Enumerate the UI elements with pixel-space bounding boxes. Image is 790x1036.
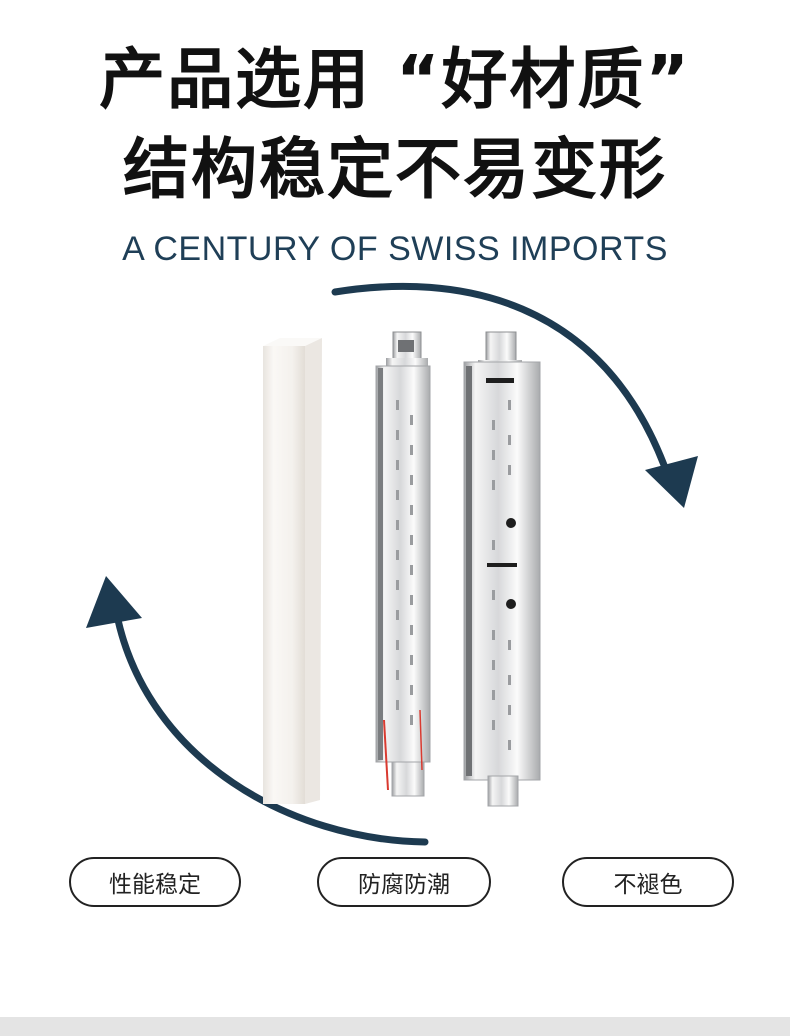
tagline: A CENTURY OF SWISS IMPORTS xyxy=(122,230,668,268)
feature-badge-stable-performance: 性能稳定 xyxy=(69,857,241,907)
metal-tbar-front xyxy=(375,331,431,797)
feature-label: 不褪色 xyxy=(613,872,683,898)
metal-tbar-side xyxy=(463,331,541,807)
product-illustration xyxy=(86,282,698,846)
feature-label: 性能稳定 xyxy=(109,872,201,898)
curved-arrow-down-right-icon xyxy=(331,282,698,508)
feature-badge-anticorrosion: 防腐防潮 xyxy=(317,857,491,907)
headline-line-2: 结构稳定不易变形 xyxy=(123,131,667,208)
white-profile-bar xyxy=(263,338,322,804)
headline-line-1: 产品选用 “好材质” xyxy=(99,41,691,118)
feature-label: 防腐防潮 xyxy=(358,872,450,898)
curved-arrow-up-left-icon xyxy=(86,576,429,846)
feature-badge-no-fading: 不褪色 xyxy=(562,857,734,907)
footer-divider xyxy=(0,1017,790,1036)
